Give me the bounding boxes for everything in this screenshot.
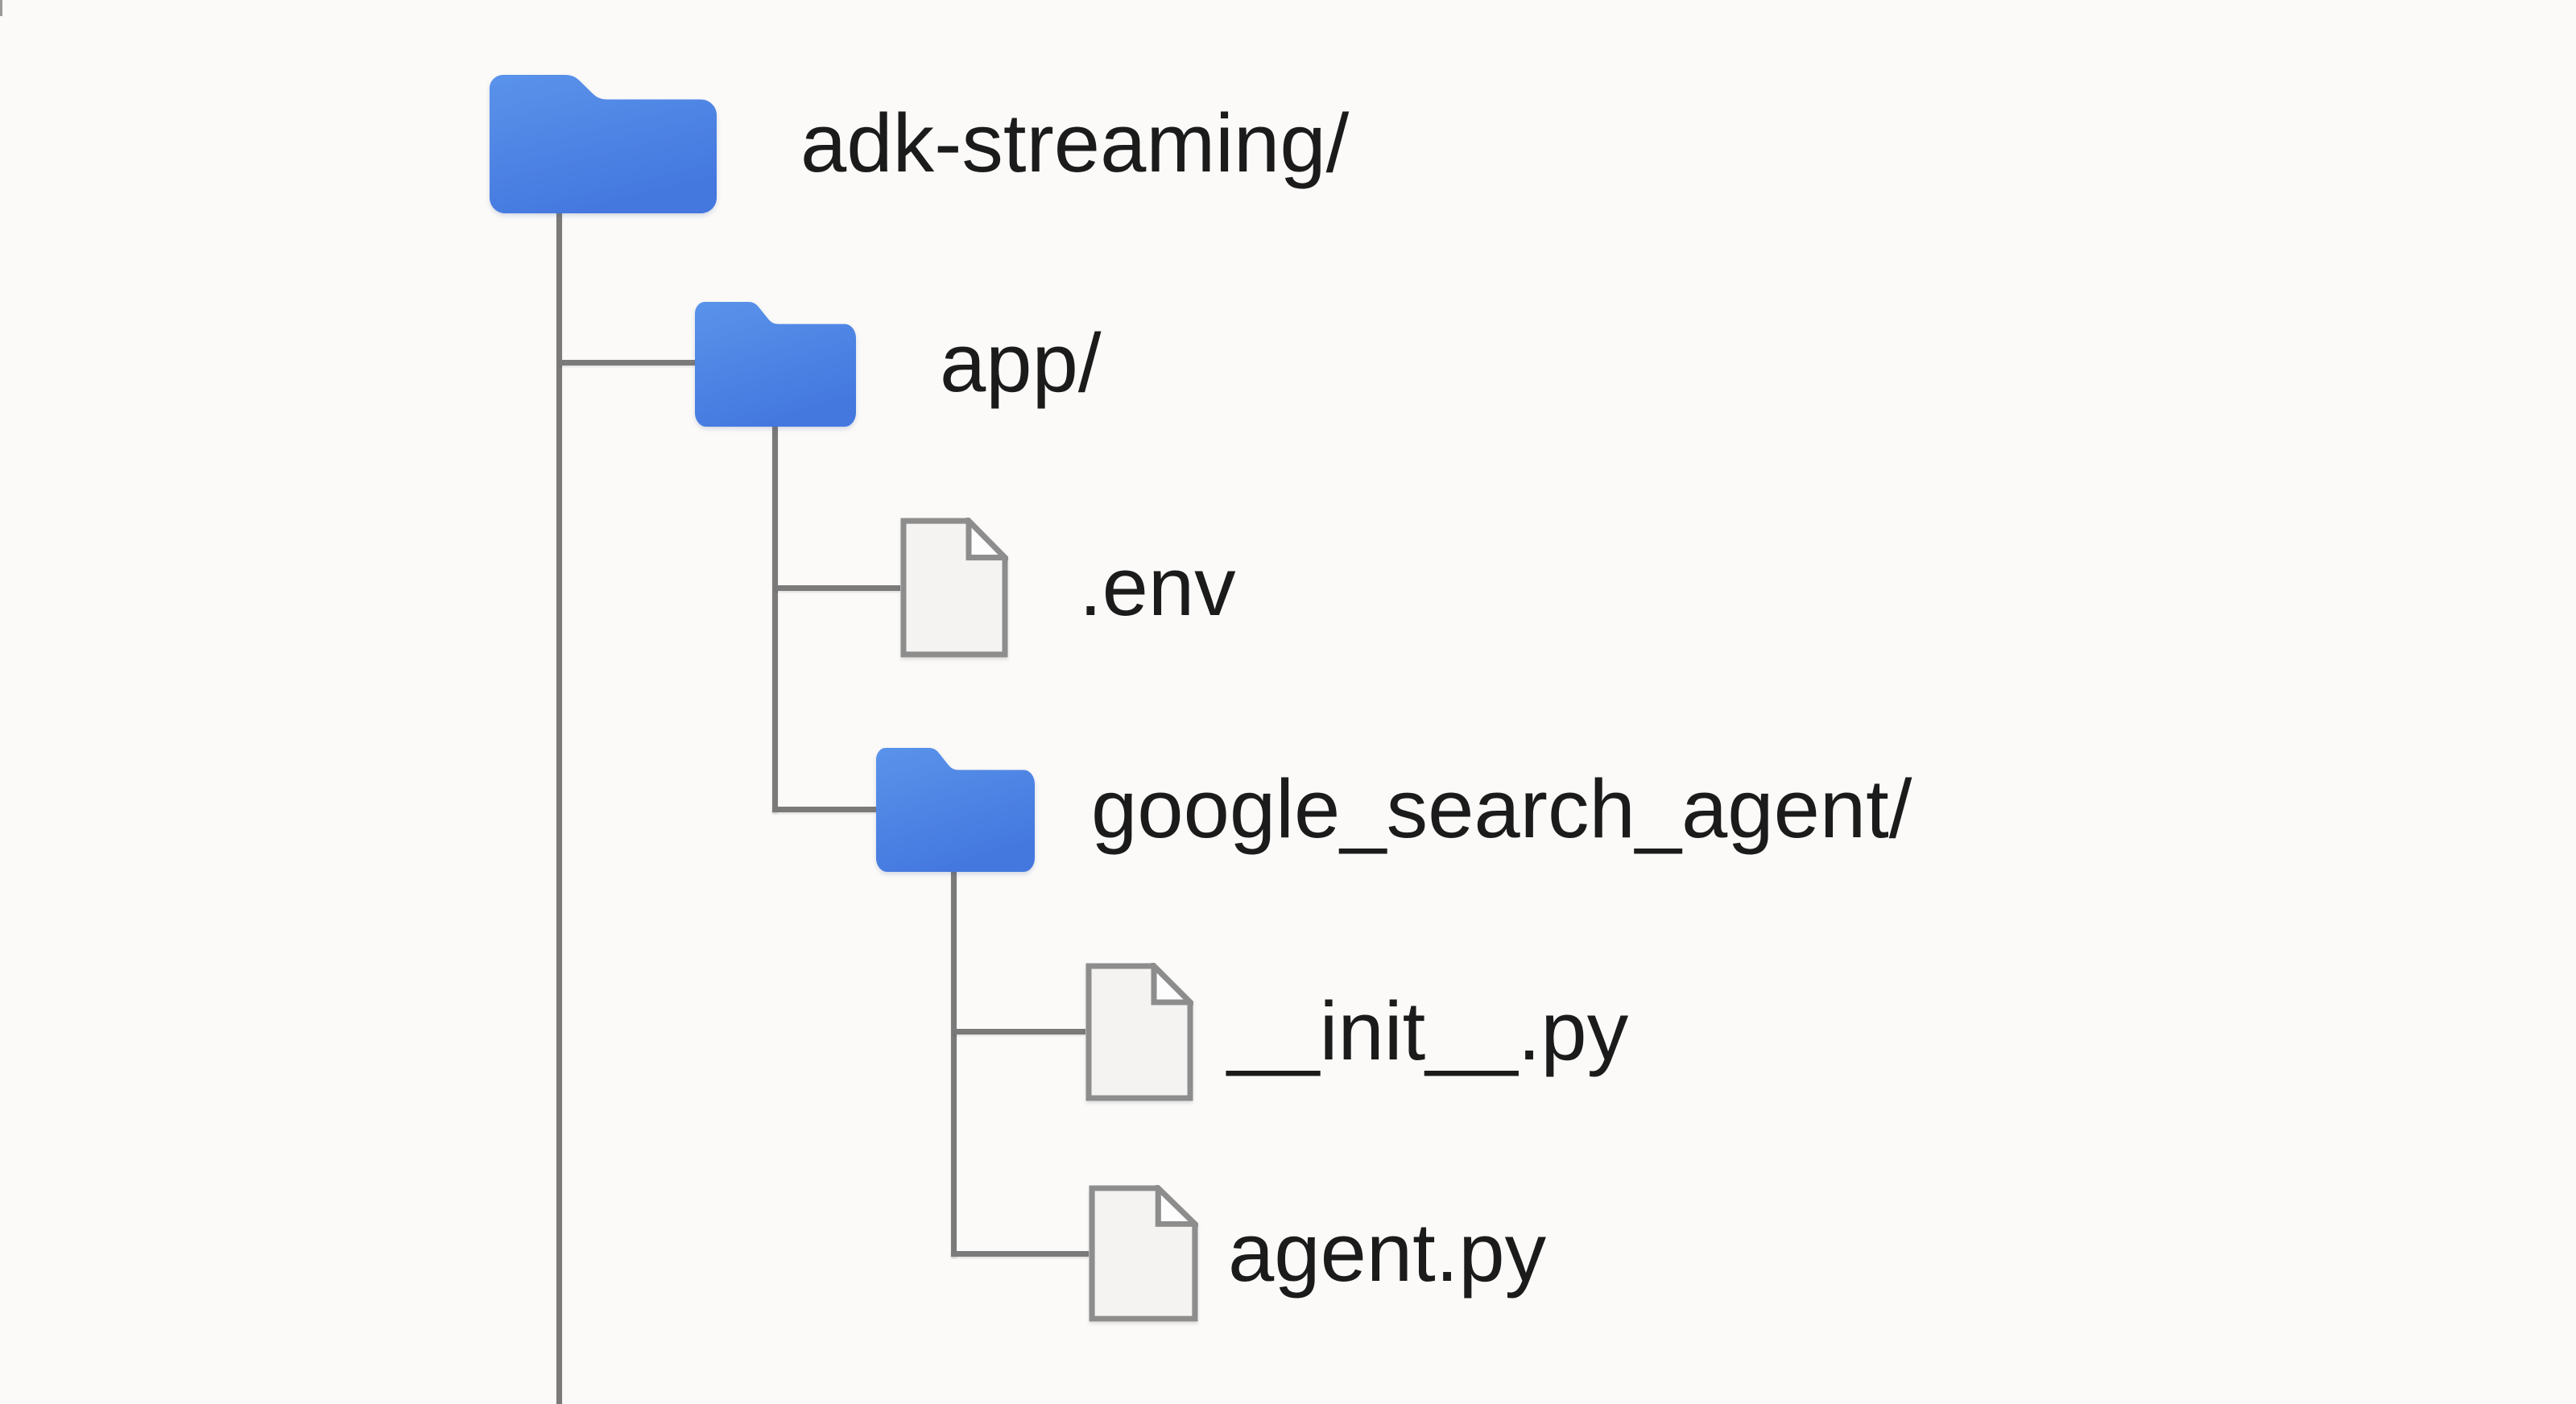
connector-branch-env [775,585,900,591]
connector-google-search-agent-trunk [951,870,957,1257]
folder-icon [695,302,856,427]
tree-node-label: agent.py [1228,1205,1547,1299]
tree-node-env: .env [900,518,1236,658]
file-icon [900,518,1008,658]
connector-branch-init [954,1029,1085,1034]
connector-branch-agent [951,1251,1089,1257]
tree-node-label: __init__.py [1227,984,1629,1077]
tree-node-init-py: __init__.py [1085,963,1628,1101]
tree-node-app: app/ [695,302,1101,427]
tree-node-label: .env [1079,539,1236,633]
tree-node-agent-py: agent.py [1089,1185,1546,1322]
connector-root-trunk [556,212,562,1404]
file-icon [1085,963,1193,1101]
tree-node-label: adk-streaming/ [800,96,1350,189]
tree-node-google-search-agent: google_search_agent/ [876,748,1912,872]
connector-branch-app [560,360,695,365]
connector-app-trunk [772,425,778,812]
connector-branch-google-search-agent [772,807,876,812]
tree-node-adk-streaming: adk-streaming/ [490,75,1349,213]
folder-icon [490,75,717,213]
tree-node-label: google_search_agent/ [1091,762,1912,855]
edge-artifact [0,0,2,16]
folder-icon [876,748,1035,872]
tree-node-label: app/ [940,316,1102,409]
file-icon [1089,1185,1198,1322]
